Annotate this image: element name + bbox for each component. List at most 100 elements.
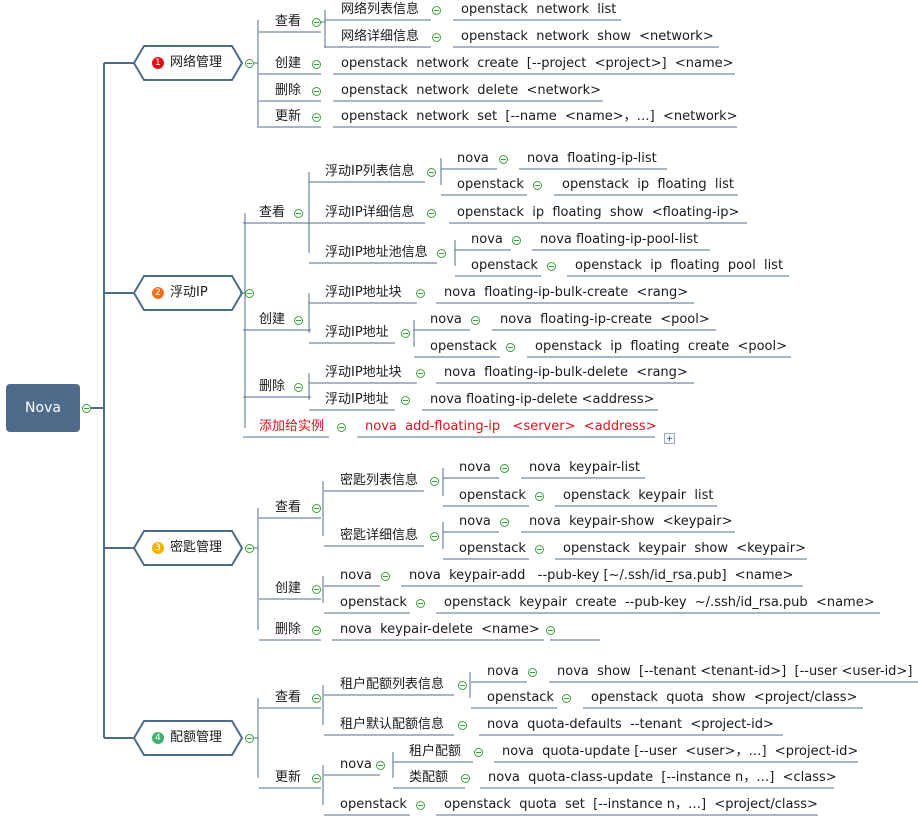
- tool-label[interactable]: openstack: [459, 541, 526, 556]
- collapse-toggle-icon[interactable]: [401, 396, 410, 405]
- command-text[interactable]: nova keypair-show <keypair>: [529, 514, 733, 529]
- item-label[interactable]: 密匙详细信息: [340, 528, 419, 543]
- group-label[interactable]: 查看: [275, 14, 302, 29]
- collapse-toggle-icon[interactable]: [499, 155, 508, 164]
- branch-label[interactable]: 网络管理: [170, 55, 223, 70]
- collapse-toggle-icon[interactable]: [547, 262, 556, 271]
- collapse-toggle-icon[interactable]: [312, 504, 321, 513]
- collapse-toggle-icon[interactable]: [427, 168, 436, 177]
- collapse-toggle-icon[interactable]: [312, 87, 321, 96]
- command-text[interactable]: nova floating-ip-bulk-delete <rang>: [444, 365, 688, 380]
- command-text[interactable]: nova quota-class-update [--instance n，…]…: [488, 770, 837, 785]
- branch-label[interactable]: 密匙管理: [170, 540, 223, 555]
- command-text[interactable]: openstack ip floating pool list: [575, 258, 784, 273]
- tool-label[interactable]: nova: [471, 232, 503, 247]
- command-text[interactable]: openstack ip floating create <pool>: [535, 339, 788, 354]
- command-text[interactable]: openstack ip floating list: [562, 177, 735, 192]
- collapse-toggle-icon[interactable]: [512, 236, 521, 245]
- group-label[interactable]: 查看: [259, 205, 286, 220]
- group-label[interactable]: 创建: [275, 56, 302, 71]
- collapse-toggle-icon[interactable]: [500, 464, 509, 473]
- collapse-toggle-icon[interactable]: [401, 329, 410, 338]
- command-text[interactable]: openstack network create [--project <pro…: [341, 56, 734, 71]
- item-label[interactable]: 租户配额列表信息: [340, 677, 445, 692]
- item-label[interactable]: openstack: [340, 595, 407, 610]
- collapse-toggle-icon[interactable]: [245, 59, 254, 68]
- collapse-toggle-icon[interactable]: [437, 249, 446, 258]
- collapse-toggle-icon[interactable]: [245, 289, 254, 298]
- collapse-toggle-icon[interactable]: [535, 545, 544, 554]
- item-label[interactable]: 浮动IP详细信息: [325, 205, 415, 220]
- tool-label[interactable]: nova: [459, 460, 491, 475]
- collapse-toggle-icon[interactable]: [82, 404, 91, 413]
- add-topic-icon[interactable]: [664, 433, 675, 444]
- tool-label[interactable]: nova: [457, 151, 489, 166]
- tool-label[interactable]: nova: [459, 514, 491, 529]
- collapse-toggle-icon[interactable]: [430, 532, 439, 541]
- command-text[interactable]: nova show [--tenant <tenant-id>] [--user…: [557, 664, 913, 679]
- collapse-toggle-icon[interactable]: [432, 6, 441, 15]
- collapse-toggle-icon[interactable]: [461, 774, 470, 783]
- item-label[interactable]: 密匙列表信息: [340, 473, 419, 488]
- command-text[interactable]: nova floating-ip-create <pool>: [500, 312, 710, 327]
- group-label[interactable]: 创建: [275, 581, 302, 596]
- command-text[interactable]: openstack network list: [461, 2, 617, 17]
- collapse-toggle-icon[interactable]: [312, 18, 321, 27]
- tool-label[interactable]: openstack: [457, 177, 524, 192]
- collapse-toggle-icon[interactable]: [312, 585, 321, 594]
- collapse-toggle-icon[interactable]: [294, 209, 303, 218]
- collapse-toggle-icon[interactable]: [416, 599, 425, 608]
- item-label[interactable]: nova: [340, 757, 372, 772]
- collapse-toggle-icon[interactable]: [376, 761, 385, 770]
- branch-label[interactable]: 浮动IP: [170, 285, 208, 300]
- command-text[interactable]: openstack keypair create --pub-key ~/.ss…: [444, 595, 875, 610]
- item-label[interactable]: openstack: [340, 797, 407, 812]
- command-text[interactable]: nova floating-ip-bulk-create <rang>: [444, 285, 689, 300]
- group-label[interactable]: 更新: [275, 109, 302, 124]
- collapse-toggle-icon[interactable]: [533, 181, 542, 190]
- item-label[interactable]: 浮动IP地址块: [325, 365, 402, 380]
- collapse-toggle-icon[interactable]: [312, 60, 321, 69]
- collapse-toggle-icon[interactable]: [312, 694, 321, 703]
- tool-label[interactable]: nova: [430, 312, 462, 327]
- collapse-toggle-icon[interactable]: [245, 544, 254, 553]
- command-text[interactable]: nova keypair-list: [529, 460, 641, 475]
- group-label[interactable]: 删除: [259, 379, 286, 394]
- collapse-toggle-icon[interactable]: [416, 369, 425, 378]
- item-label[interactable]: 网络详细信息: [341, 29, 420, 44]
- tool-label[interactable]: openstack: [471, 258, 538, 273]
- collapse-toggle-icon[interactable]: [312, 774, 321, 783]
- tool-label[interactable]: openstack: [459, 488, 526, 503]
- command-text[interactable]: nova floating-ip-list: [527, 151, 657, 166]
- group-label[interactable]: 删除: [275, 622, 302, 637]
- tool-label[interactable]: 类配额: [409, 770, 449, 785]
- command-text[interactable]: openstack quota set [--instance n，…] <pr…: [444, 797, 818, 812]
- collapse-toggle-icon[interactable]: [458, 721, 467, 730]
- command-text[interactable]: openstack quota show <project/class>: [591, 690, 858, 705]
- command-text[interactable]: nova floating-ip-delete <address>: [430, 392, 655, 407]
- collapse-toggle-icon[interactable]: [458, 681, 467, 690]
- collapse-toggle-icon[interactable]: [294, 383, 303, 392]
- collapse-toggle-icon[interactable]: [430, 477, 439, 486]
- collapse-toggle-icon[interactable]: [500, 518, 509, 527]
- group-label[interactable]: 查看: [275, 500, 302, 515]
- tool-label[interactable]: nova: [487, 664, 519, 679]
- group-label[interactable]: 删除: [275, 83, 302, 98]
- command-text[interactable]: nova floating-ip-pool-list: [540, 232, 699, 247]
- root-node[interactable]: Nova: [6, 384, 80, 432]
- branch-label[interactable]: 配额管理: [170, 730, 223, 745]
- tool-label[interactable]: openstack: [487, 690, 554, 705]
- collapse-toggle-icon[interactable]: [535, 492, 544, 501]
- item-label[interactable]: 浮动IP地址: [325, 325, 389, 340]
- item-label[interactable]: 浮动IP列表信息: [325, 164, 415, 179]
- collapse-toggle-icon[interactable]: [432, 33, 441, 42]
- collapse-toggle-icon[interactable]: [312, 113, 321, 122]
- command-text[interactable]: openstack network delete <network>: [341, 83, 602, 98]
- group-label[interactable]: 创建: [259, 312, 286, 327]
- command-text[interactable]: openstack network show <network>: [461, 29, 714, 44]
- group-label[interactable]: 更新: [275, 770, 302, 785]
- group-label[interactable]: 添加给实例: [259, 419, 325, 434]
- collapse-toggle-icon[interactable]: [245, 734, 254, 743]
- item-label[interactable]: 浮动IP地址池信息: [325, 245, 428, 260]
- item-label[interactable]: 浮动IP地址: [325, 392, 389, 407]
